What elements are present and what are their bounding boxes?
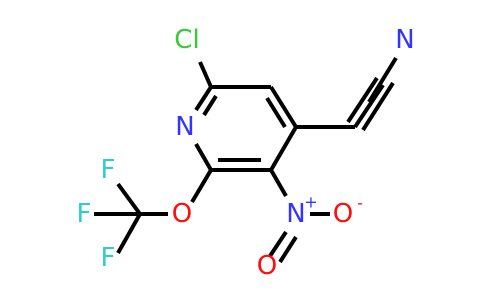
- bond-c-f-bottom: [116, 213, 142, 254]
- bond-c5-c4-inner: [265, 96, 287, 129]
- bond-nitro-n-o-double-a: [268, 230, 288, 258]
- atom-fluorine-left: F: [77, 199, 92, 229]
- bond-c5-c4: [269, 85, 298, 129]
- atom-chlorine: Cl: [174, 25, 199, 55]
- bond-c-f-top: [116, 182, 142, 216]
- bond-cn-triple-b: [346, 76, 379, 124]
- bond-c2-n1: [194, 143, 213, 171]
- atom-fluorine-top: F: [101, 155, 116, 185]
- nitro-nitrogen-charge: +: [304, 193, 317, 212]
- atom-ring-nitrogen: N: [175, 112, 194, 142]
- atom-nitro-oxygen-minus: O: [333, 199, 353, 229]
- bond-c3-nitro-n: [269, 169, 288, 197]
- nitro-oxygen-charge: -: [357, 194, 363, 213]
- bond-n1-c6: [194, 85, 213, 112]
- bond-cn-triple-a: [361, 81, 395, 132]
- bond-ch2-cn: [353, 83, 385, 129]
- bond-c4-c3: [269, 125, 298, 172]
- atom-ether-oxygen: O: [172, 199, 192, 229]
- bond-c6-cl: [198, 61, 213, 88]
- atom-nitro-nitrogen: N: [286, 199, 305, 229]
- atom-nitro-oxygen-double: O: [257, 251, 277, 281]
- atom-nitrile-nitrogen: N: [395, 25, 414, 55]
- bond-n1-c6-inner: [202, 94, 218, 117]
- bond-cn-main: [367, 56, 398, 104]
- atom-fluorine-bottom: F: [101, 243, 116, 273]
- bond-nitro-n-o-double-b: [278, 235, 298, 264]
- bond-c2-o: [190, 168, 213, 204]
